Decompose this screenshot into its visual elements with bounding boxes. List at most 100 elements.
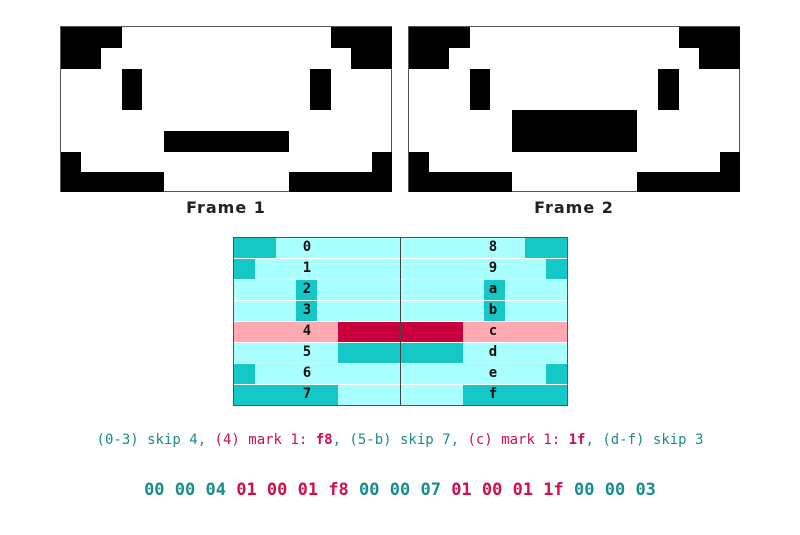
row-left-label: 2: [302, 281, 312, 297]
row-right-half: 8: [401, 238, 567, 258]
skip-bytes: 00 00 04: [144, 480, 226, 500]
row-bit-segment: [401, 322, 463, 342]
row-right-half: b: [401, 301, 567, 321]
row-right-label: 9: [488, 260, 498, 276]
row-right-half: e: [401, 364, 567, 384]
row-right-label: c: [488, 323, 498, 339]
pixel-block: [289, 172, 372, 192]
mark-bytes: 01 00 01 1f: [451, 480, 564, 500]
table-row: 2 a: [234, 280, 567, 300]
frame-1-caption: Frame 1: [186, 198, 266, 217]
table-row: 1 9: [234, 259, 567, 279]
encoding-description: (0-3) skip 4, (4) mark 1: f8, (5-b) skip…: [0, 432, 800, 448]
row-left-half: 1: [234, 259, 400, 279]
mark-byte-value: f8: [315, 432, 333, 448]
pixel-block: [331, 27, 352, 48]
row-bit-segment: [484, 301, 505, 321]
mark-segment: (4) mark 1:: [214, 432, 316, 448]
encoded-bytes: 00 00 04 01 00 01 f8 00 00 07 01 00 01 1…: [0, 480, 800, 500]
skip-segment: (d-f) skip 3: [602, 432, 704, 448]
row-left-label: 7: [302, 386, 312, 402]
table-row: 7 f: [234, 385, 567, 405]
row-bit-segment: [234, 238, 276, 258]
row-right-label: a: [488, 281, 498, 297]
row-right-label: e: [488, 365, 498, 381]
row-left-half: 2: [234, 280, 400, 300]
table-row: 6 e: [234, 364, 567, 384]
separator: ,: [332, 432, 350, 448]
row-left-label: 6: [302, 365, 312, 381]
skip-bytes: 00 00 03: [574, 480, 656, 500]
row-bit-segment: [546, 259, 567, 279]
row-bit-segment: [234, 259, 255, 279]
row-left-label: 5: [302, 344, 312, 360]
pixel-block: [351, 27, 392, 69]
row-bit-segment: [234, 364, 255, 384]
row-bit-segment: [463, 385, 567, 405]
separator: ,: [450, 432, 468, 448]
row-left-half: 3: [234, 301, 400, 321]
pixel-block: [699, 27, 740, 69]
pixel-block: [61, 27, 101, 69]
pixel-block: [679, 27, 700, 48]
skip-segment: (5-b) skip 7: [349, 432, 451, 448]
row-right-half: f: [401, 385, 567, 405]
row-left-half: 0: [234, 238, 400, 258]
separator: ,: [585, 432, 603, 448]
pixel-block: [449, 27, 470, 48]
frame-2-image: [408, 26, 740, 192]
pixel-block: [101, 27, 122, 48]
row-right-label: b: [488, 302, 498, 318]
row-bit-segment: [296, 280, 317, 300]
table-divider: [400, 238, 401, 405]
frame-2-caption: Frame 2: [534, 198, 614, 217]
mark-byte-value: 1f: [568, 432, 586, 448]
row-left-half: 4: [234, 322, 400, 342]
row-bit-segment: [484, 280, 505, 300]
row-left-half: 6: [234, 364, 400, 384]
pixel-block: [164, 131, 289, 152]
row-left-label: 4: [302, 323, 312, 339]
row-bit-segment: [525, 238, 567, 258]
row-bit-segment: [338, 343, 400, 363]
pixel-block: [310, 69, 331, 110]
row-left-half: 5: [234, 343, 400, 363]
table-row: 5 d: [234, 343, 567, 363]
row-right-half: 9: [401, 259, 567, 279]
pixel-block: [658, 69, 679, 110]
pixel-block: [720, 152, 740, 192]
pixel-block: [429, 172, 512, 192]
row-left-label: 1: [302, 260, 312, 276]
pixel-block: [512, 110, 637, 152]
skip-bytes: 00 00 07: [359, 480, 441, 500]
row-bit-segment: [546, 364, 567, 384]
row-bit-segment: [296, 301, 317, 321]
row-right-half: c: [401, 322, 567, 342]
row-bit-segment: [401, 343, 463, 363]
row-right-half: d: [401, 343, 567, 363]
row-right-label: f: [488, 386, 498, 402]
row-left-label: 3: [302, 302, 312, 318]
row-bit-segment: [234, 385, 338, 405]
pixel-block: [122, 69, 142, 110]
table-row: 0 8: [234, 238, 567, 258]
pixel-block: [372, 152, 392, 192]
row-left-label: 0: [302, 239, 312, 255]
pixel-block: [409, 152, 429, 192]
pixel-block: [470, 69, 490, 110]
skip-segment: (0-3) skip 4: [96, 432, 198, 448]
row-right-label: 8: [488, 239, 498, 255]
mark-bytes: 01 00 01 f8: [236, 480, 349, 500]
pixel-block: [81, 172, 164, 192]
row-right-label: d: [488, 344, 498, 360]
table-row: 4 c: [234, 322, 567, 342]
pixel-block: [637, 172, 720, 192]
mark-segment: (c) mark 1:: [467, 432, 569, 448]
pixel-block: [61, 152, 81, 192]
row-right-half: a: [401, 280, 567, 300]
row-byte-table: 0 8 1 9 2 a 3 b 4 c 5 d 6 e 7 f: [233, 237, 568, 406]
frame-1-image: [60, 26, 392, 192]
row-left-half: 7: [234, 385, 400, 405]
pixel-block: [409, 27, 449, 69]
separator: ,: [197, 432, 215, 448]
